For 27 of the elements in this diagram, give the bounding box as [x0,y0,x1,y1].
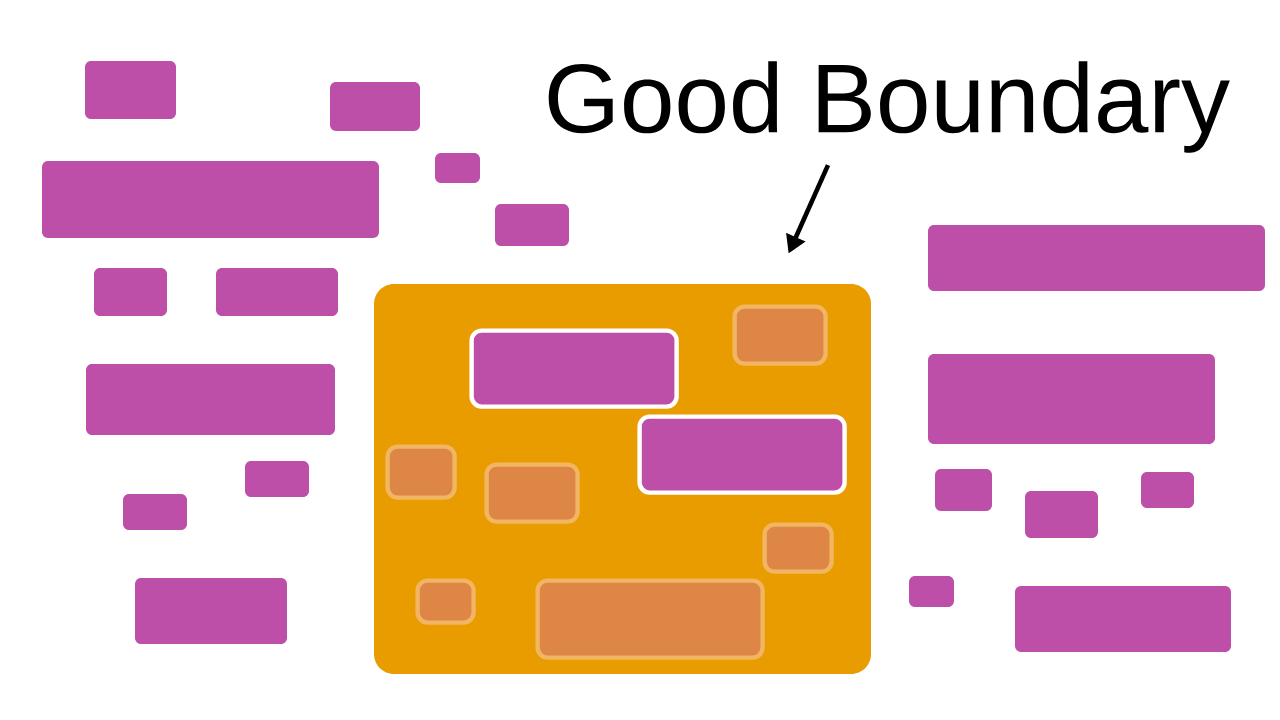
block [1015,586,1231,652]
block [123,494,187,530]
heading-text: Good Boundary [548,61,1230,153]
block [909,576,954,607]
block [1141,472,1194,508]
inner-block [762,522,834,574]
block [135,578,287,644]
block [495,204,569,246]
block [928,354,1215,444]
block [216,268,338,316]
inner-block [484,462,580,524]
block [85,61,176,119]
block [245,461,309,497]
highlighted-block [469,328,679,409]
inner-block [535,578,765,660]
block [86,364,335,435]
block [42,161,379,238]
block [928,225,1265,291]
block [94,268,167,316]
block [435,153,480,183]
inner-block [732,304,828,366]
block [330,82,420,131]
block [1025,491,1098,538]
inner-block [415,578,476,625]
highlighted-block [637,414,847,495]
inner-block [385,444,457,500]
block [935,469,992,511]
